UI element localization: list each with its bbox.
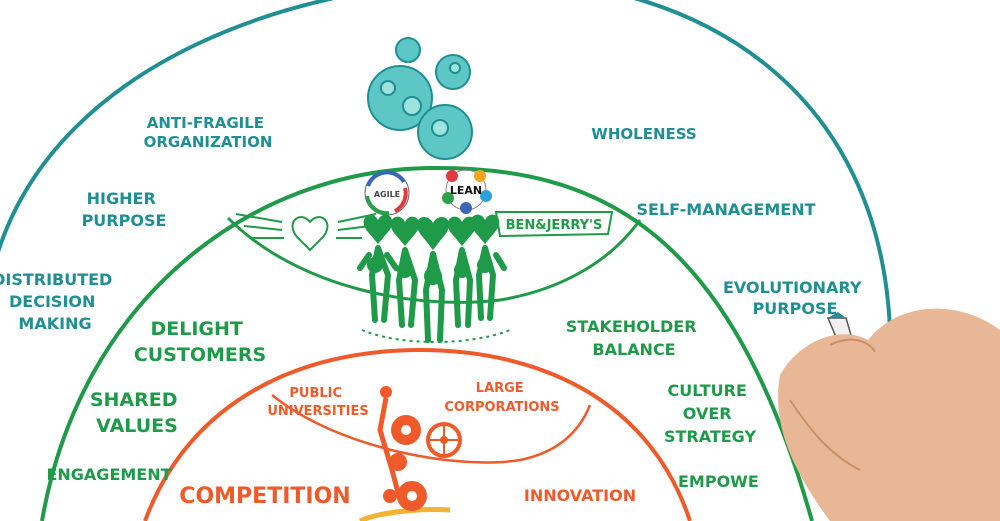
rings bbox=[0, 0, 892, 521]
label-evolutionary-purpose: EVOLUTIONARY PURPOSE bbox=[723, 278, 867, 318]
label-distributed-decision: DISTRIBUTED DECISION MAKING bbox=[0, 270, 118, 333]
green-inner-lens bbox=[226, 216, 642, 304]
middle-ring-labels: DELIGHT CUSTOMERS STAKEHOLDER BALANCE SH… bbox=[46, 317, 758, 491]
label-wholeness: WHOLENESS bbox=[591, 125, 696, 143]
label-large-corporations: LARGE CORPORATIONS bbox=[444, 381, 559, 415]
gears-icon bbox=[377, 386, 462, 511]
outer-ring-labels: ANTI-FRAGILE ORGANIZATION WHOLENESS HIGH… bbox=[0, 114, 867, 333]
middle-green-ring bbox=[40, 165, 814, 521]
lean-logo: LEAN bbox=[442, 169, 492, 214]
label-empowerment: EMPOWE bbox=[678, 472, 759, 491]
lean-logo-label: LEAN bbox=[450, 184, 482, 197]
label-shared-values: SHARED VALUES bbox=[90, 389, 184, 437]
ben-jerrys-logo: BEN&JERRY'S bbox=[494, 211, 614, 238]
people-hearts-icon bbox=[357, 214, 511, 343]
label-delight-customers: DELIGHT CUSTOMERS bbox=[134, 318, 266, 366]
inner-ring-labels: PUBLIC UNIVERSITIES LARGE CORPORATIONS C… bbox=[179, 381, 636, 509]
label-higher-purpose: HIGHER PURPOSE bbox=[82, 189, 167, 230]
agile-logo: AGILE bbox=[364, 170, 410, 216]
label-anti-fragile: ANTI-FRAGILE ORGANIZATION bbox=[144, 114, 273, 151]
label-public-universities: PUBLIC UNIVERSITIES bbox=[267, 386, 368, 419]
label-culture-over-strategy: CULTURE OVER STRATEGY bbox=[664, 381, 757, 446]
label-self-management: SELF-MANAGEMENT bbox=[636, 200, 815, 219]
agile-logo-label: AGILE bbox=[374, 190, 400, 199]
inner-orange-ring bbox=[143, 347, 692, 521]
wing-heart-logo-icon bbox=[235, 213, 377, 252]
label-stakeholder-balance: STAKEHOLDER BALANCE bbox=[566, 317, 702, 359]
orange-inner-lens bbox=[271, 394, 592, 464]
hand-with-marker-icon bbox=[778, 308, 1000, 521]
yellow-core-ring bbox=[358, 507, 451, 521]
outer-teal-ring bbox=[0, 0, 892, 331]
ben-jerrys-logo-label: BEN&JERRY'S bbox=[506, 218, 603, 233]
label-competition: COMPETITION bbox=[179, 484, 350, 509]
label-innovation: INNOVATION bbox=[524, 486, 636, 505]
bubbles-icon bbox=[367, 37, 473, 160]
label-engagement: ENGAGEMENT bbox=[46, 465, 171, 484]
